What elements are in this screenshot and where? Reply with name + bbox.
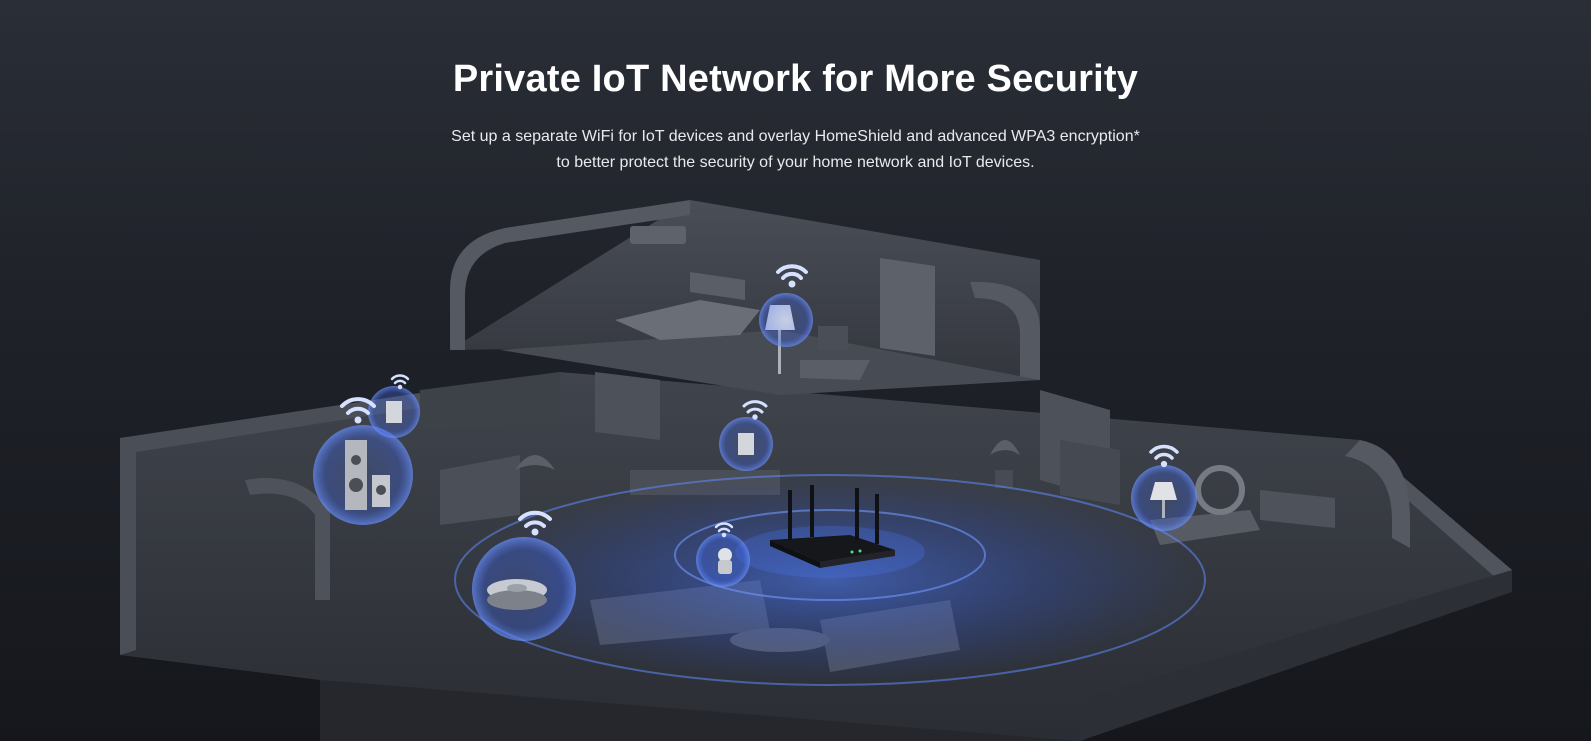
router-icon (770, 485, 895, 568)
wifi-icon (390, 374, 410, 390)
wifi-icon (742, 400, 768, 420)
camera-bubble (696, 533, 750, 587)
upper-floor (450, 200, 1040, 395)
page-title: Private IoT Network for More Security (452, 58, 1139, 100)
side-walls (245, 440, 1410, 600)
wifi-icon (518, 510, 552, 536)
wifi-icon (714, 522, 734, 538)
description-line-2: to better protect the security of your h… (556, 154, 1035, 171)
wifi-icon (1149, 444, 1179, 468)
page-description: Set up a separate WiFi for IoT devices a… (0, 124, 1591, 176)
smart-home-illustration (120, 200, 1512, 741)
switch-bubble-middle (719, 417, 773, 471)
lamp-bubble-right (1131, 465, 1197, 531)
description-line-1: Set up a separate WiFi for IoT devices a… (451, 128, 1140, 145)
wifi-icon (340, 397, 376, 424)
robot-vacuum-bubble (472, 537, 576, 641)
lamp-bubble-upper (759, 293, 813, 347)
wifi-icon (776, 264, 808, 288)
speaker-bubble (313, 425, 413, 525)
switch-bubble-left (368, 386, 420, 438)
